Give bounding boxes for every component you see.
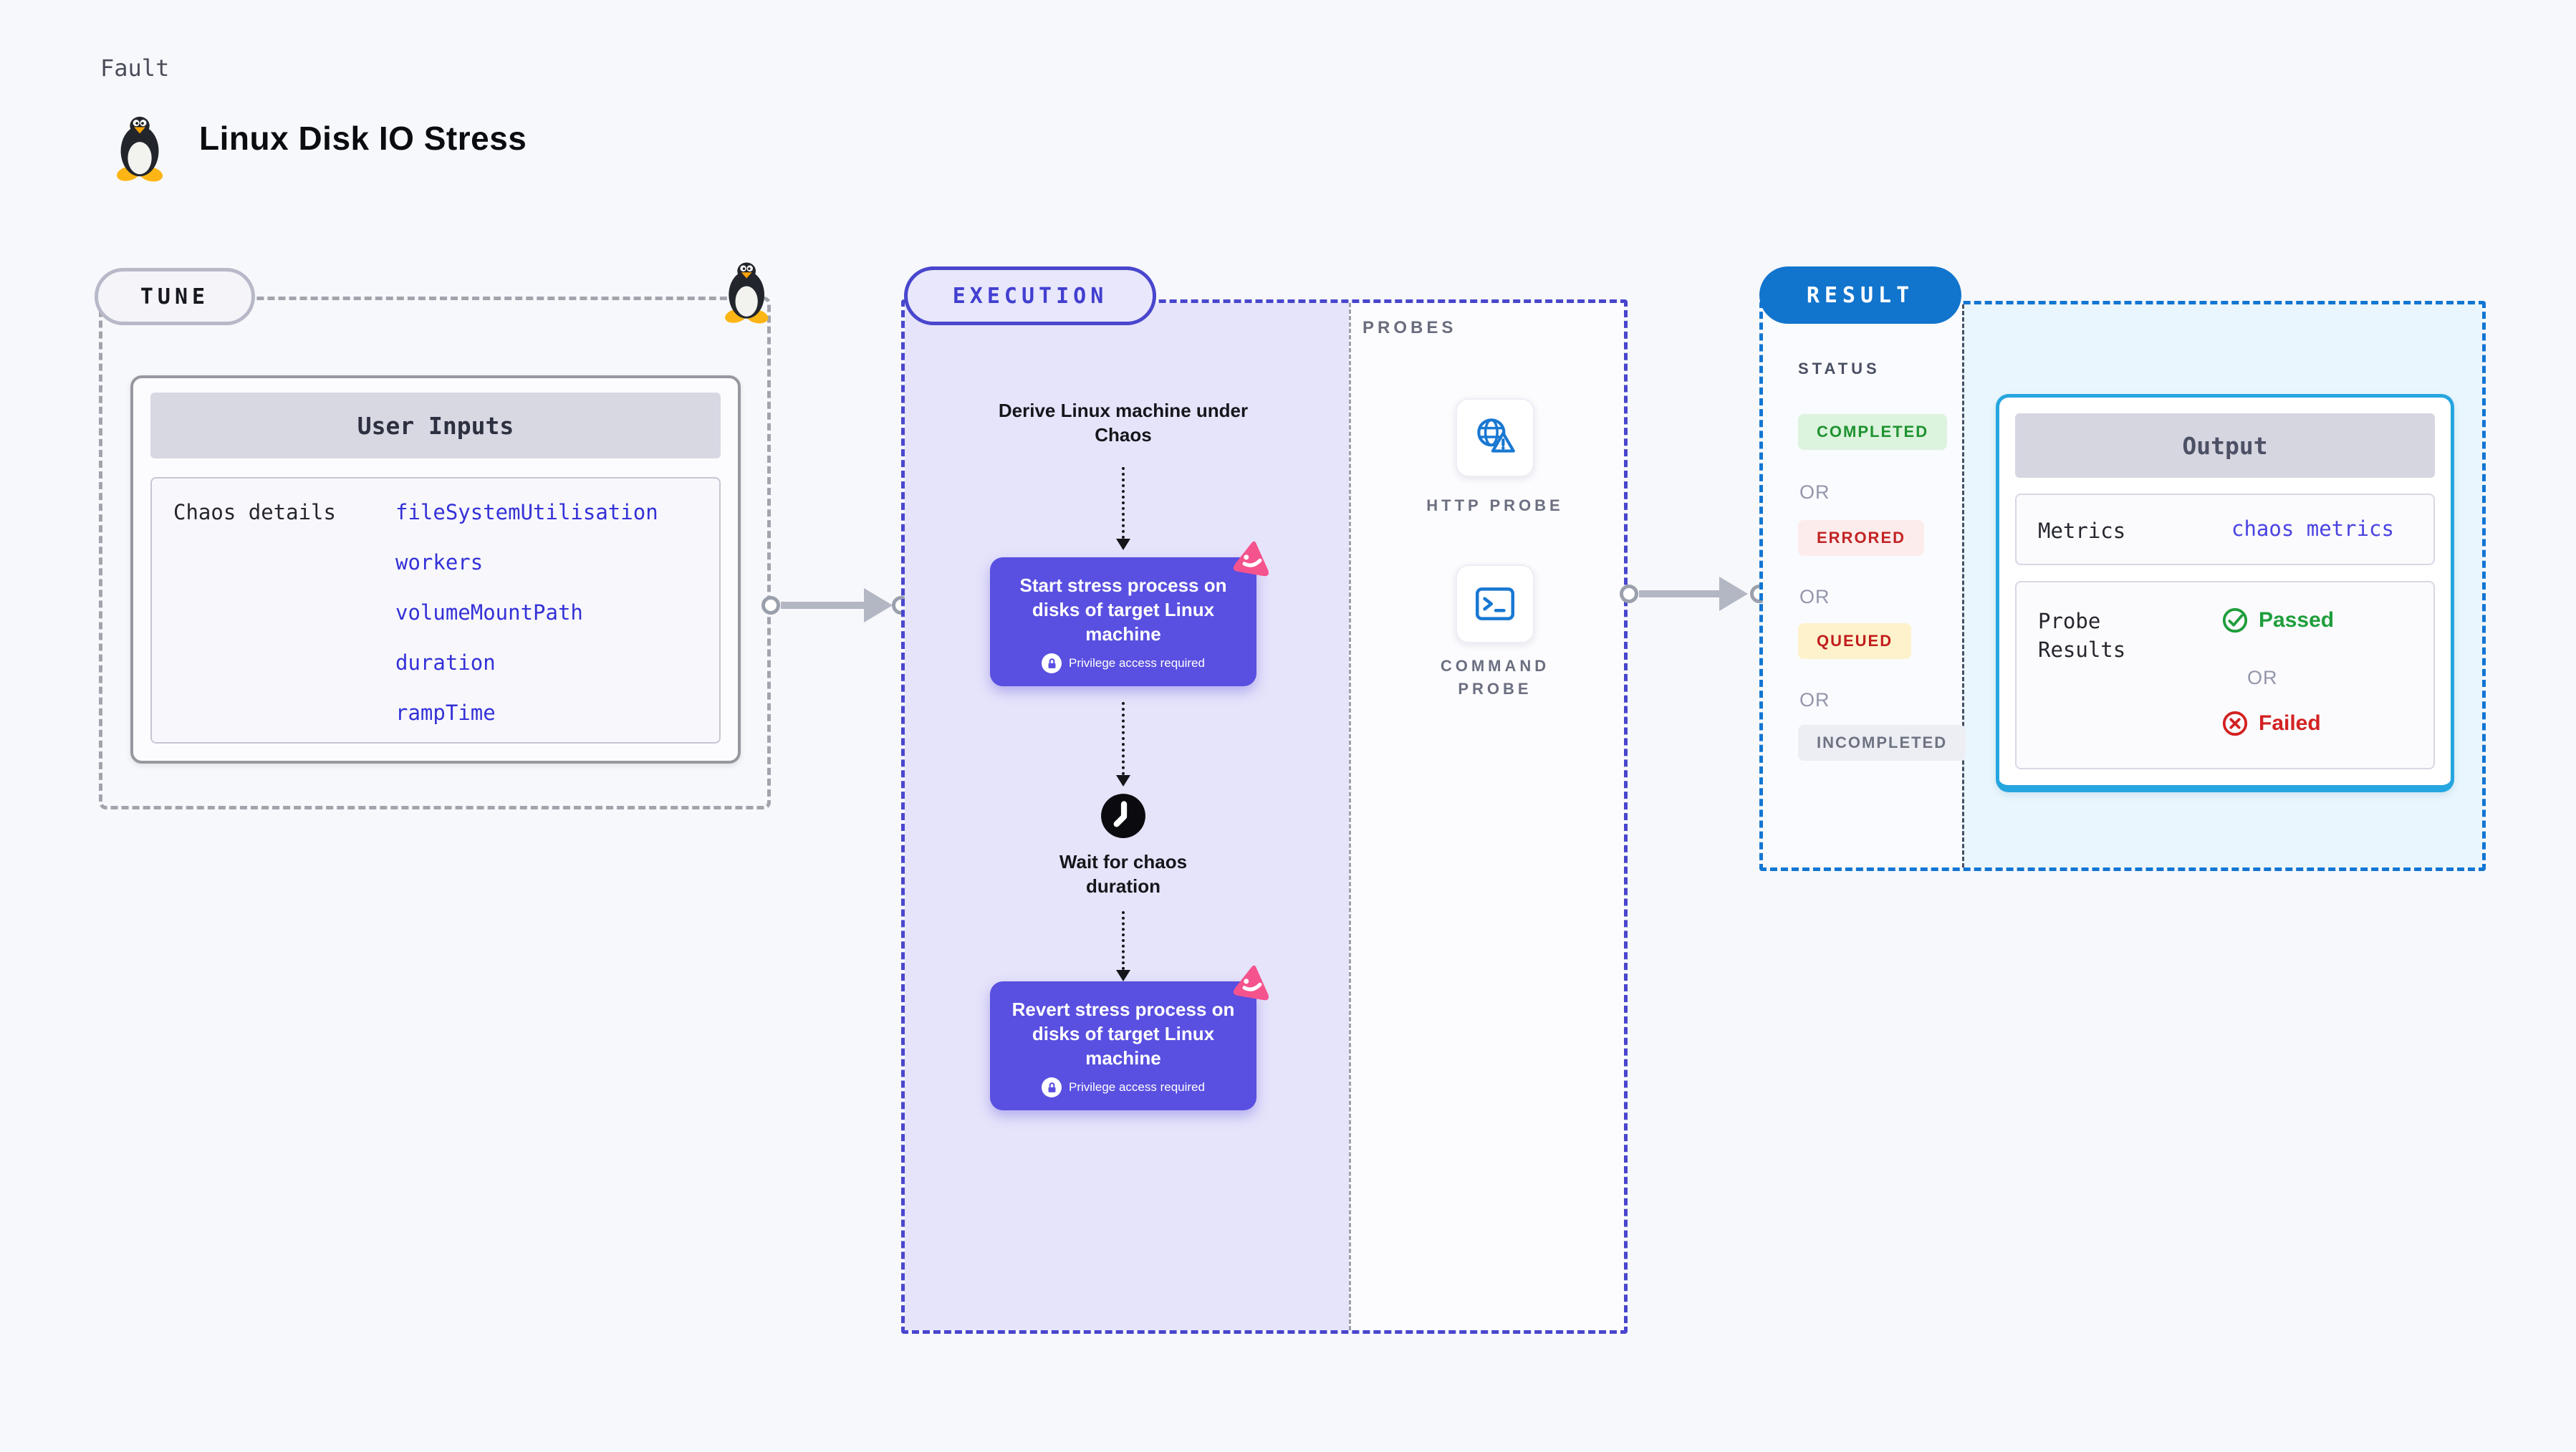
status-heading: STATUS [1798, 360, 1880, 378]
user-inputs-card: User Inputs Chaos details fileSystemUtil… [130, 375, 741, 764]
status-badge-errored: ERRORED [1798, 520, 1925, 556]
chaos-badge-icon [1227, 956, 1279, 1008]
connector-dot [1620, 585, 1638, 603]
flow-connector-head [1116, 775, 1130, 787]
command-probe-icon [1475, 587, 1515, 620]
tune-param: fileSystemUtilisation [395, 500, 658, 524]
x-circle-icon [2222, 711, 2248, 736]
start-stress-node-label: Start stress process on disks of target … [1019, 574, 1227, 645]
flow-connector [1122, 467, 1125, 539]
flow-connector-head [1116, 539, 1130, 550]
tune-param: workers [395, 550, 484, 574]
tune-section-box [99, 297, 771, 809]
metrics-label: Metrics [2038, 519, 2126, 543]
failed-label: Failed [2259, 711, 2321, 735]
status-column [1763, 304, 1962, 867]
status-badge-incompleted: INCOMPLETED [1798, 725, 1966, 761]
connector-dot [761, 596, 780, 615]
probe-results-row: Probe Results Passed OR Failed [2015, 581, 2435, 769]
user-inputs-title: User Inputs [150, 393, 721, 458]
flow-connector [1122, 702, 1125, 775]
derive-step-text: Derive Linux machine under Chaos [998, 400, 1249, 446]
tune-section-label: TUNE [95, 268, 255, 325]
probe-results-label: Probe Results [2038, 609, 2126, 662]
tune-param: duration [395, 650, 496, 675]
flow-connector-head [1116, 970, 1130, 981]
lock-icon [1042, 1077, 1062, 1097]
or-text: OR [1799, 689, 1830, 711]
output-title: Output [2015, 413, 2435, 478]
privilege-note: Privilege access required [1069, 1080, 1205, 1094]
or-text: OR [1799, 586, 1830, 607]
fault-kicker: Fault [100, 54, 170, 82]
execution-to-result-arrow [1639, 590, 1722, 597]
http-probe-label: HTTP PROBE [1426, 496, 1564, 514]
metrics-value: chaos metrics [2231, 516, 2394, 541]
passed-label: Passed [2259, 608, 2335, 632]
status-badge-completed: COMPLETED [1798, 414, 1948, 450]
or-text: OR [1799, 481, 1830, 503]
output-card: Output Metrics chaos metrics Probe Resul… [1996, 394, 2454, 792]
start-stress-node[interactable]: Start stress process on disks of target … [990, 557, 1256, 686]
revert-stress-node[interactable]: Revert stress process on disks of target… [990, 981, 1256, 1110]
revert-stress-node-label: Revert stress process on disks of target… [1011, 999, 1235, 1069]
probes-panel-label: PROBES [1363, 318, 1457, 337]
chaos-badge-icon [1227, 532, 1279, 584]
http-probe-icon [1477, 418, 1515, 453]
page-title: Linux Disk IO Stress [199, 120, 527, 157]
or-text: OR [2247, 667, 2278, 688]
tune-param: rampTime [395, 701, 496, 725]
http-probe-card[interactable] [1456, 398, 1534, 477]
execution-section-label: EXECUTION [904, 266, 1156, 325]
metrics-row: Metrics chaos metrics [2015, 494, 2435, 565]
command-probe-label: COMMAND PROBE [1440, 657, 1550, 698]
chaos-details-table: Chaos details fileSystemUtilisation work… [150, 477, 721, 744]
clock-icon [1101, 794, 1145, 838]
privilege-note: Privilege access required [1069, 656, 1205, 670]
result-section-label: RESULT [1759, 266, 1961, 324]
lock-icon [1042, 653, 1062, 673]
arrow-head [1719, 577, 1748, 611]
tune-to-execution-arrow [781, 602, 867, 609]
chaos-details-label: Chaos details [173, 500, 336, 524]
flow-connector [1122, 911, 1125, 970]
tux-penguin-icon [724, 262, 770, 324]
tune-param: volumeMountPath [395, 600, 583, 625]
check-circle-icon [2222, 607, 2248, 633]
wait-step-text: Wait for chaos duration [1059, 851, 1188, 897]
command-probe-card[interactable] [1456, 564, 1534, 643]
tux-penguin-icon [115, 116, 165, 182]
status-badge-queued: QUEUED [1798, 623, 1912, 659]
arrow-head [864, 588, 893, 622]
